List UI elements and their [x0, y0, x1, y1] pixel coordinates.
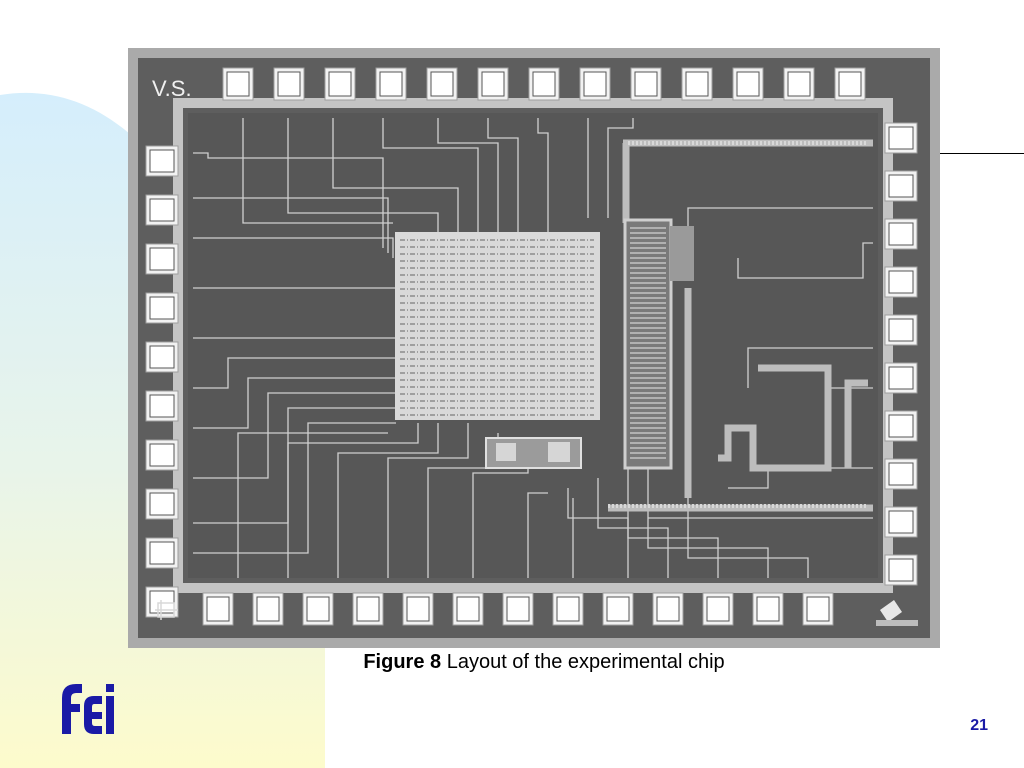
bond-pad [884, 362, 918, 394]
bond-pad [681, 67, 713, 101]
bond-pad [145, 390, 179, 422]
bond-pad [302, 592, 334, 626]
bond-pad [145, 145, 179, 177]
bond-pad [884, 506, 918, 538]
bond-pad [552, 592, 584, 626]
bond-pad [145, 292, 179, 324]
bond-pad [702, 592, 734, 626]
bond-pad [732, 67, 764, 101]
bond-pad [273, 67, 305, 101]
chip-corner-label: V.S. [152, 76, 192, 101]
bond-pad [884, 410, 918, 442]
bond-pads [145, 67, 918, 626]
bond-pad [884, 458, 918, 490]
bond-pad [145, 341, 179, 373]
bond-pad [352, 592, 384, 626]
bond-pad [452, 592, 484, 626]
bond-pad [202, 592, 234, 626]
corner-logo-bottom-right [876, 600, 918, 626]
bond-pad [375, 67, 407, 101]
bond-pad [145, 243, 179, 275]
bond-pad [222, 67, 254, 101]
bond-pad [502, 592, 534, 626]
bond-pad [145, 439, 179, 471]
bond-pad [145, 586, 179, 618]
bond-pad [884, 314, 918, 346]
corner-mark-bottom-left [155, 600, 178, 620]
chip-layout-image: V.S. [138, 58, 930, 638]
bond-pad [252, 592, 284, 626]
bond-pad [783, 67, 815, 101]
header-rule [940, 153, 1024, 154]
bond-pad [630, 67, 662, 101]
chip-layout-figure: V.S. [128, 48, 940, 648]
figure-caption-text: Layout of the experimental chip [446, 651, 725, 673]
bond-pad [402, 592, 434, 626]
bond-pad [477, 67, 509, 101]
bond-pad [579, 67, 611, 101]
bond-pad [884, 122, 918, 154]
bond-pad [834, 67, 866, 101]
bond-pad [652, 592, 684, 626]
bond-pad [884, 170, 918, 202]
bond-pad [145, 537, 179, 569]
bond-pad [802, 592, 834, 626]
bond-pad [145, 194, 179, 226]
bond-pad [884, 218, 918, 250]
bond-pad [426, 67, 458, 101]
bond-pad [145, 488, 179, 520]
figure-caption-label: Figure 8 [363, 651, 442, 673]
fei-logo [62, 684, 114, 734]
figure-caption: Figure 8 Layout of the experimental chip [0, 651, 1024, 674]
page-number: 21 [970, 717, 988, 734]
bond-pad [602, 592, 634, 626]
bond-pad [884, 266, 918, 298]
bond-pad [528, 67, 560, 101]
bond-pad [324, 67, 356, 101]
bond-pad [884, 554, 918, 586]
bond-pad [752, 592, 784, 626]
